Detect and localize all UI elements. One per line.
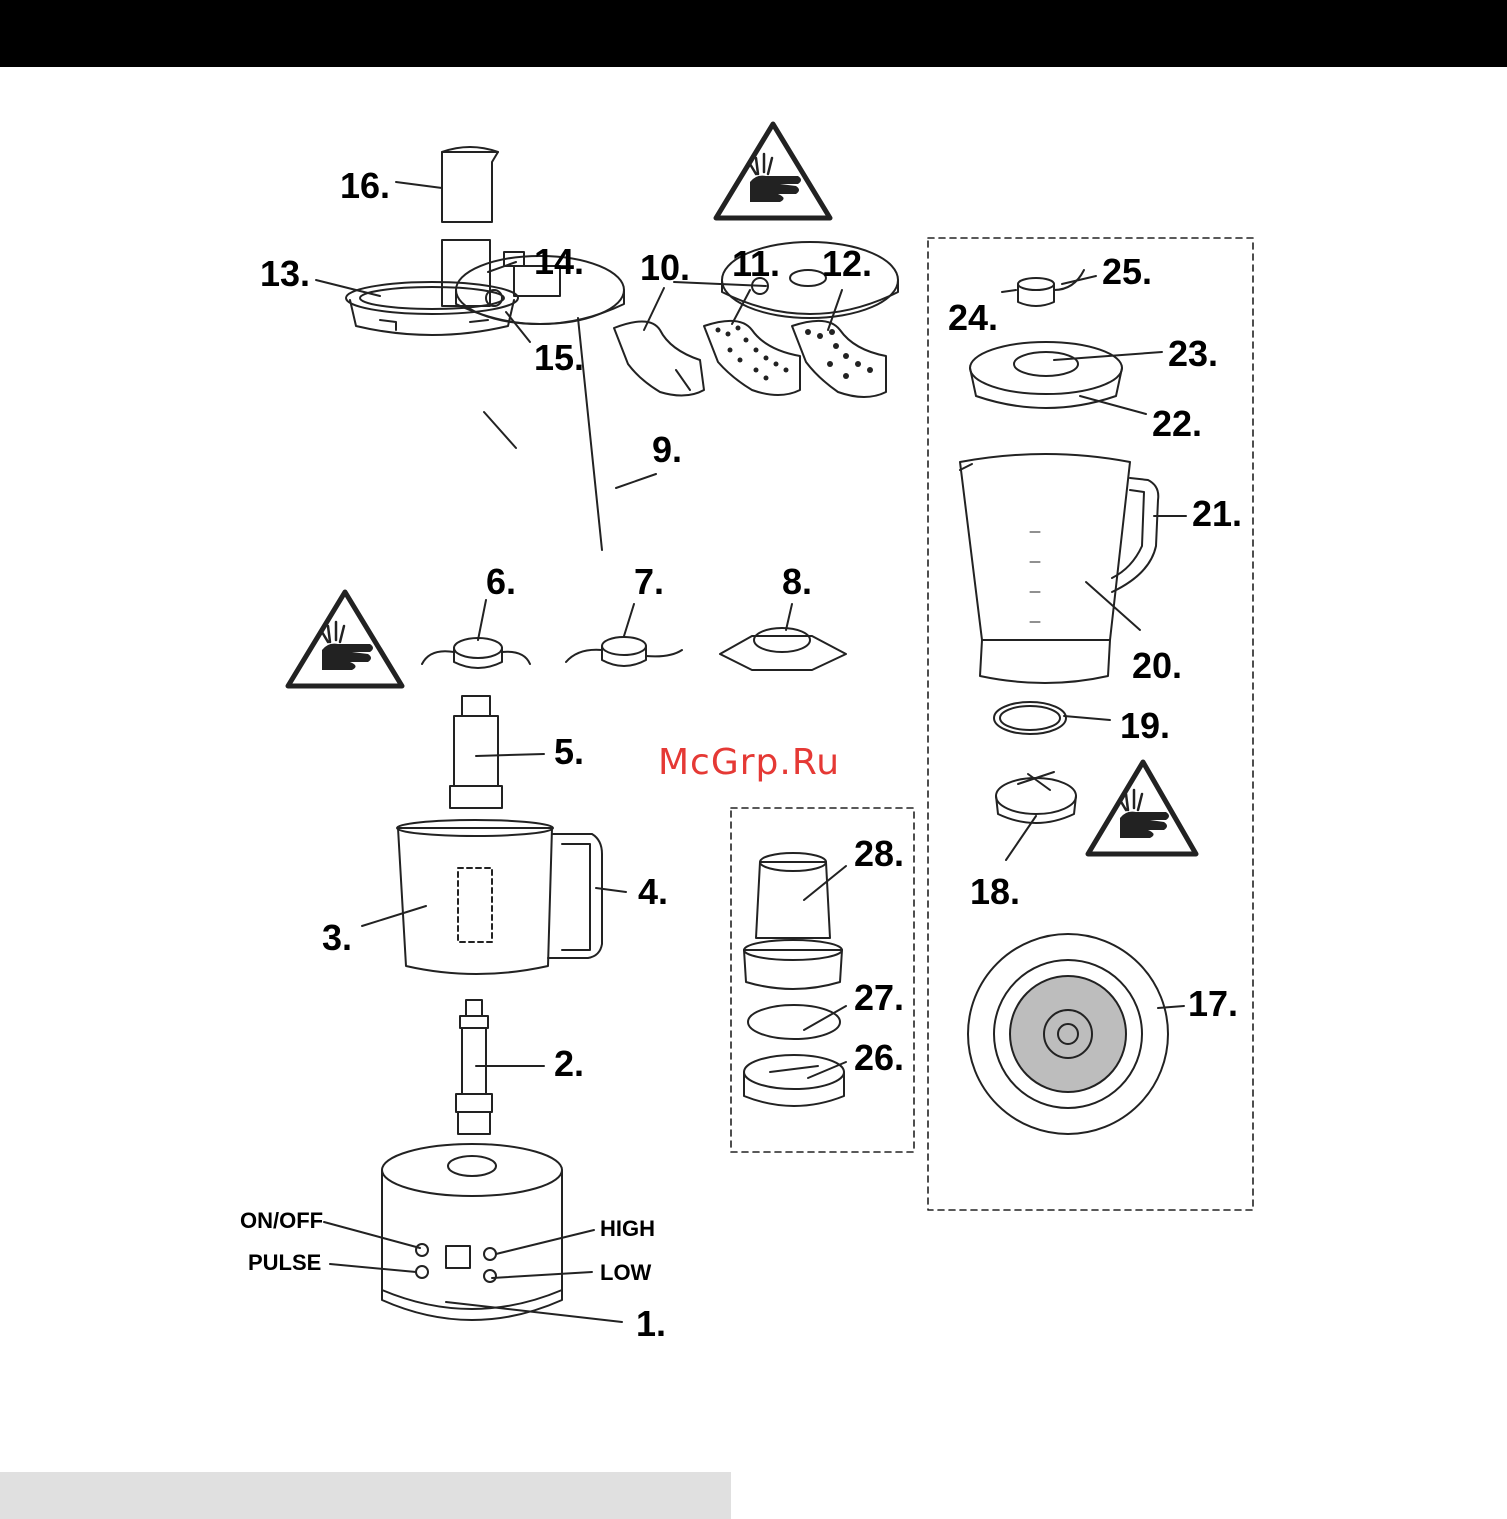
label-part-10: 10. (640, 250, 690, 286)
label-part-7: 7. (634, 564, 664, 600)
label-part-15: 15. (534, 340, 584, 376)
label-part-2: 2. (554, 1046, 584, 1082)
grinder-blade-base (744, 1055, 844, 1106)
label-part-5: 5. (554, 734, 584, 770)
label-part-21: 21. (1192, 496, 1242, 532)
label-low: LOW (600, 1262, 651, 1284)
spindle-shaft (450, 696, 502, 808)
measuring-cap (1018, 270, 1084, 306)
label-part-17: 17. (1188, 986, 1238, 1022)
label-part-20: 20. (1132, 648, 1182, 684)
label-part-11: 11. (732, 246, 780, 282)
label-part-26: 26. (854, 1040, 904, 1076)
label-part-19: 19. (1120, 708, 1170, 744)
chopping-blade (422, 638, 530, 668)
label-on-off: ON/OFF (240, 1210, 323, 1232)
label-part-1: 1. (636, 1306, 666, 1342)
label-pulse: PULSE (248, 1252, 321, 1274)
watermark: McGrp.Ru (658, 742, 840, 783)
label-high: HIGH (600, 1218, 655, 1240)
hand-cut-warning-icon (1088, 762, 1196, 854)
label-part-14: 14. (534, 244, 584, 280)
grinder-seal (748, 1005, 840, 1039)
coarse-grating-insert (792, 321, 886, 397)
label-part-23: 23. (1168, 336, 1218, 372)
slicing-blade-insert (614, 321, 704, 395)
blender-lid (970, 342, 1122, 408)
hand-cut-warning-icon (716, 124, 830, 218)
blender-base-top-view (968, 934, 1168, 1134)
label-part-25: 25. (1102, 254, 1152, 290)
grinder-cup (744, 853, 842, 989)
label-part-6: 6. (486, 564, 516, 600)
label-part-12: 12. (822, 246, 872, 282)
label-part-28: 28. (854, 836, 904, 872)
label-part-8: 8. (782, 564, 812, 600)
kneading-blade (566, 637, 682, 666)
hand-cut-warning-icon (288, 592, 402, 686)
label-part-18: 18. (970, 874, 1020, 910)
label-part-16: 16. (340, 168, 390, 204)
emulsifying-disc (720, 628, 846, 670)
small-pusher (442, 147, 498, 222)
label-part-3: 3. (322, 920, 352, 956)
label-part-24: 24. (948, 300, 998, 336)
label-part-22: 22. (1152, 406, 1202, 442)
lid-with-feed-tube (346, 240, 518, 335)
label-part-13: 13. (260, 256, 310, 292)
label-part-9: 9. (652, 432, 682, 468)
motor-base (382, 1144, 562, 1320)
label-part-27: 27. (854, 980, 904, 1016)
work-bowl (397, 820, 602, 974)
fine-grating-insert (704, 321, 800, 395)
blender-jug (960, 454, 1158, 683)
label-part-4: 4. (638, 874, 668, 910)
